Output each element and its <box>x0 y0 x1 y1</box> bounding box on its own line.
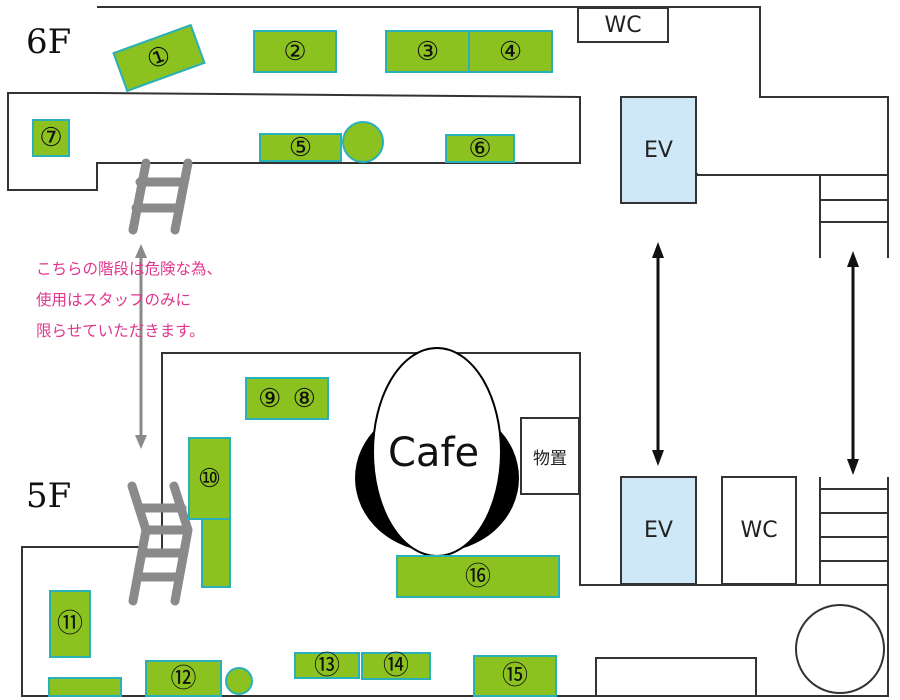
floor-label-5f: 5F <box>26 476 72 516</box>
cafe-table <box>355 347 519 557</box>
booth-9-8[interactable]: ⑨ ⑧ <box>245 377 329 420</box>
ladder-5f-icon <box>127 481 193 606</box>
counter <box>595 657 757 697</box>
booth-13[interactable]: ⑬ <box>294 652 360 679</box>
booth-5[interactable]: ⑤ <box>259 133 342 162</box>
cafe-label: Cafe <box>388 430 480 476</box>
booth-3[interactable]: ③ <box>385 30 470 73</box>
booth-number: ② <box>283 36 307 67</box>
booth-4[interactable]: ④ <box>468 30 553 73</box>
booth-15[interactable]: ⑮ <box>473 655 557 697</box>
storage-room: 物置 <box>520 417 580 495</box>
booth-9[interactable]: ⑨ <box>258 383 282 414</box>
elevator-5f: EV <box>620 476 697 585</box>
round-table <box>225 667 253 695</box>
booth-number: ⑮ <box>501 661 528 691</box>
staff-only-notice: こちらの階段は危険な為、 使用はスタッフのみに 限らせていただきます。 <box>36 254 222 347</box>
booth-number: ④ <box>498 36 523 67</box>
booth-number: ⑤ <box>288 132 313 163</box>
stairs-5f <box>819 477 889 585</box>
booth-7[interactable]: ⑦ <box>32 119 70 157</box>
booth-2[interactable]: ② <box>253 30 337 73</box>
booth-14[interactable]: ⑭ <box>361 652 431 680</box>
booth-11-bench[interactable] <box>48 677 122 697</box>
round-fixture <box>795 604 885 694</box>
ladder-6f-icon <box>128 158 193 235</box>
floor-label-6f: 6F <box>26 22 72 62</box>
booth-number: ⑭ <box>382 651 409 681</box>
booth-number: ⑥ <box>468 133 492 164</box>
stairs-arrow <box>847 251 859 475</box>
booth-16[interactable]: ⑯ <box>396 555 560 598</box>
wc-6f: WC <box>577 7 669 43</box>
booth-number: ⑦ <box>39 123 63 153</box>
wc-5f: WC <box>721 476 797 585</box>
booth-11[interactable]: ⑪ <box>49 590 91 658</box>
booth-number: ① <box>142 39 176 77</box>
elevator-6f: EV <box>620 96 697 204</box>
floor-6f-wall <box>7 6 889 191</box>
booth-number: ③ <box>415 36 440 67</box>
elevator-arrow <box>652 242 664 466</box>
notice-line: 限らせていただきます。 <box>36 322 205 340</box>
stairs-6f <box>819 175 889 258</box>
notice-line: こちらの階段は危険な為、 <box>36 260 223 278</box>
booth-12[interactable]: ⑫ <box>145 660 222 697</box>
booth-number: ⑬ <box>313 650 340 681</box>
booth-number: ⑪ <box>56 609 83 639</box>
booth-10[interactable]: ⑩ <box>188 437 231 520</box>
notice-line: 使用はスタッフのみに <box>36 291 192 309</box>
booth-number: ⑩ <box>197 463 222 494</box>
booth-number: ⑫ <box>170 663 197 694</box>
round-table <box>342 121 384 163</box>
booth-10-extension[interactable] <box>201 518 231 588</box>
staff-stair-arrow <box>135 244 147 449</box>
booth-8[interactable]: ⑧ <box>292 383 316 414</box>
booth-6[interactable]: ⑥ <box>445 134 515 163</box>
booth-number: ⑯ <box>464 561 491 592</box>
